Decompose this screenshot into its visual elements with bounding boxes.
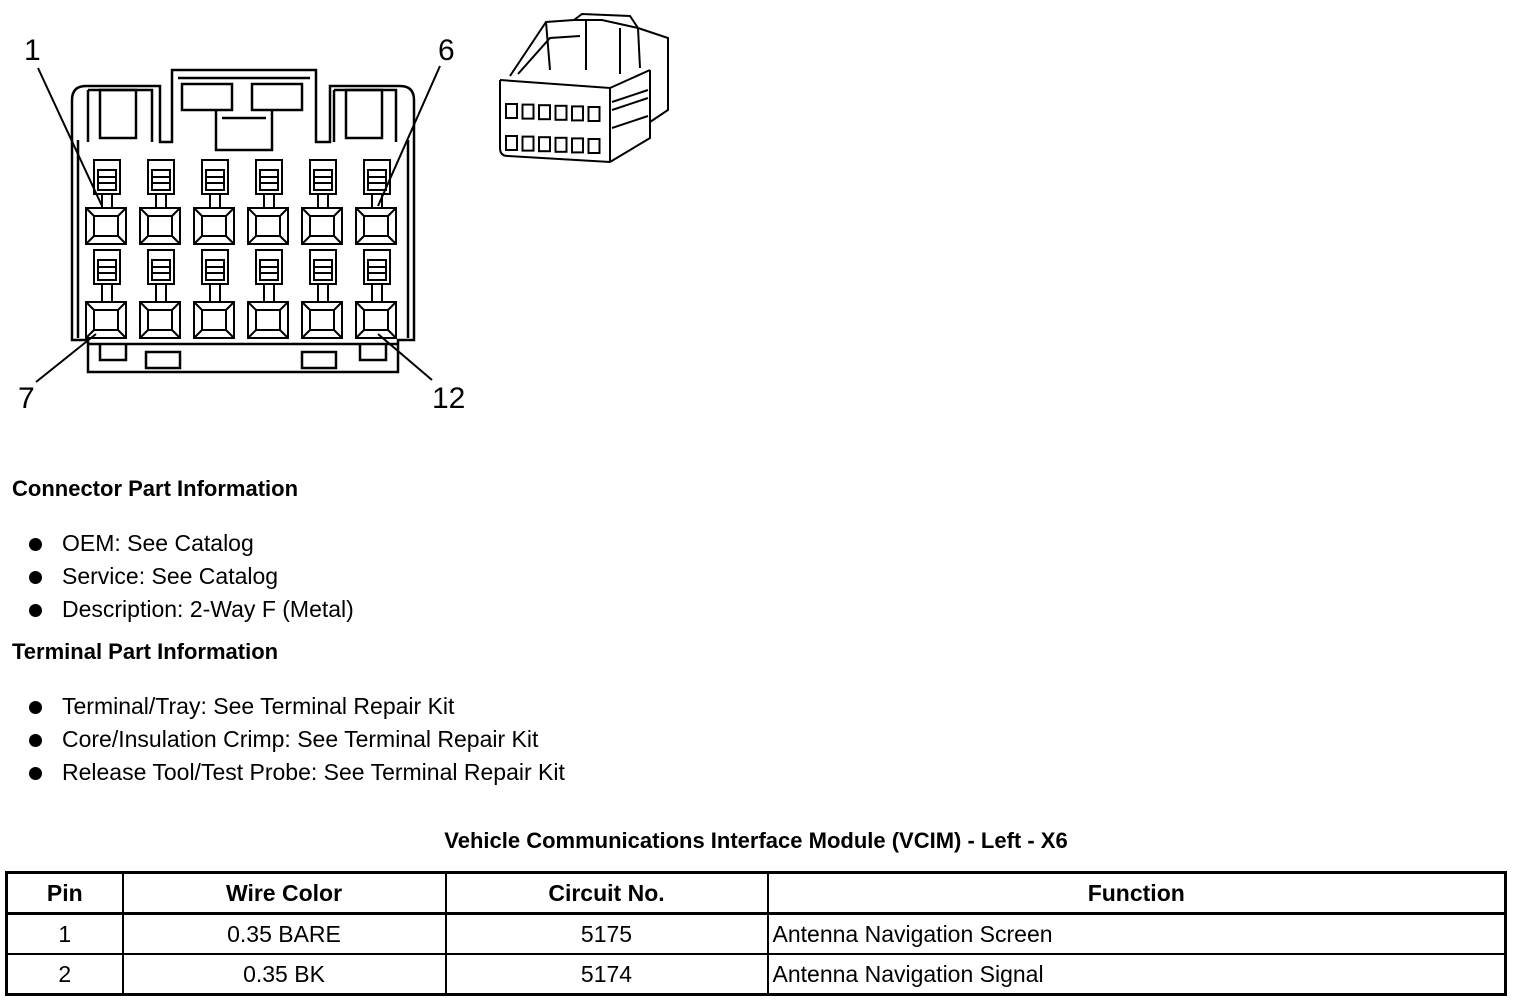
cell-circuit-no: 5174 xyxy=(444,953,769,996)
terminal-part-heading: Terminal Part Information xyxy=(12,639,279,664)
terminal-hole xyxy=(587,106,601,122)
terminal-hole xyxy=(571,105,584,122)
terminal-hole xyxy=(571,137,584,154)
terminal-latch xyxy=(201,159,229,208)
list-item: Release Tool/Test Probe: See Terminal Re… xyxy=(26,756,565,789)
pinout-table: Pin Wire Color Circuit No. Function 1 0.… xyxy=(5,871,1507,996)
terminal-latch xyxy=(363,249,391,302)
pin-12-label: 12 xyxy=(432,382,466,415)
terminal-hole xyxy=(538,104,551,121)
list-item: Service: See Catalog xyxy=(26,560,354,593)
terminal-latch xyxy=(93,249,121,302)
list-item: OEM: See Catalog xyxy=(26,527,354,560)
terminal-hole xyxy=(554,104,568,121)
connector-part-heading: Connector Part Information xyxy=(12,476,299,501)
table-row: 2 0.35 BK 5174 Antenna Navigation Signal xyxy=(5,953,1507,996)
header-wire-color: Wire Color xyxy=(121,871,447,915)
terminal-cavity xyxy=(355,207,397,245)
terminal-cavity xyxy=(139,301,181,339)
pin-1-label: 1 xyxy=(24,34,41,67)
cell-pin: 1 xyxy=(5,912,124,955)
terminal-cavity xyxy=(247,207,289,245)
terminal-latch xyxy=(93,159,121,208)
pin-6-label: 6 xyxy=(438,34,455,67)
terminal-latch xyxy=(147,249,175,302)
terminal-latch xyxy=(201,249,229,302)
cell-pin: 2 xyxy=(5,953,124,996)
terminal-latch xyxy=(309,249,337,302)
terminal-cavity xyxy=(85,301,127,339)
terminal-latch xyxy=(309,159,337,208)
header-pin: Pin xyxy=(5,871,124,915)
terminal-cavity xyxy=(193,207,235,245)
terminal-hole xyxy=(538,136,551,153)
terminal-hole xyxy=(505,103,518,119)
cell-circuit-no: 5175 xyxy=(444,912,769,955)
header-circuit-no: Circuit No. xyxy=(444,871,769,915)
terminal-latch xyxy=(255,249,283,302)
terminal-hole xyxy=(521,103,535,120)
terminal-latch xyxy=(147,159,175,208)
terminal-latch xyxy=(255,159,283,208)
cell-function: Antenna Navigation Signal xyxy=(766,953,1507,996)
list-item: Terminal/Tray: See Terminal Repair Kit xyxy=(26,690,565,723)
header-function: Function xyxy=(766,871,1507,915)
table-header-row: Pin Wire Color Circuit No. Function xyxy=(5,871,1507,915)
terminal-cavity xyxy=(139,207,181,245)
terminal-hole xyxy=(521,135,535,152)
connector-isometric-diagram xyxy=(499,12,669,164)
terminal-part-list: Terminal/Tray: See Terminal Repair Kit C… xyxy=(26,690,565,789)
list-item: Core/Insulation Crimp: See Terminal Repa… xyxy=(26,723,565,756)
table-title: Vehicle Communications Interface Module … xyxy=(444,828,1068,853)
terminal-cavity xyxy=(247,301,289,339)
terminal-cavity xyxy=(301,301,343,339)
cell-wire-color: 0.35 BK xyxy=(121,953,447,996)
terminal-cavity xyxy=(85,207,127,245)
terminal-latch xyxy=(363,159,391,208)
terminal-cavity xyxy=(301,207,343,245)
terminal-cavity xyxy=(193,301,235,339)
terminal-cavity xyxy=(355,301,397,339)
connector-face-diagram xyxy=(35,65,441,383)
terminal-hole xyxy=(554,136,568,153)
terminal-hole xyxy=(587,138,601,154)
cell-wire-color: 0.35 BARE xyxy=(121,912,447,955)
terminal-hole xyxy=(505,135,518,151)
list-item: Description: 2-Way F (Metal) xyxy=(26,593,354,626)
table-row: 1 0.35 BARE 5175 Antenna Navigation Scre… xyxy=(5,912,1507,955)
pin-7-label: 7 xyxy=(18,382,35,415)
cell-function: Antenna Navigation Screen xyxy=(766,912,1507,955)
connector-part-list: OEM: See Catalog Service: See Catalog De… xyxy=(26,527,354,626)
